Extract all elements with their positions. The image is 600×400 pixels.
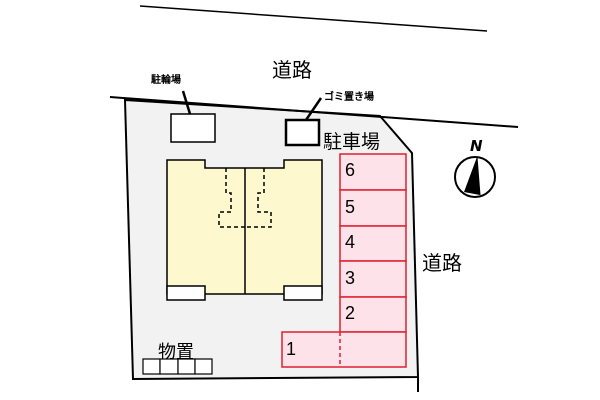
parking-slot-number: 3 [345, 268, 356, 288]
parking-slot-4 [339, 225, 407, 262]
bicycle-parking-label: 駐輪場 [151, 75, 181, 86]
parking-slot-number: 1 [286, 339, 297, 359]
parking-lot-label: 駐車場 [323, 131, 381, 153]
stairs-left [218, 168, 245, 228]
parking-slot-number: 4 [345, 232, 356, 252]
stairs-right [245, 168, 272, 228]
parking-slot-1 [281, 331, 407, 368]
bicycle-parking-box [170, 113, 216, 143]
parking-slot-5 [339, 189, 407, 227]
parking-slot-number: 2 [345, 303, 356, 323]
parking-slot-number: 5 [345, 197, 356, 217]
bicycle-parking-leader [181, 90, 192, 115]
parking-slots [281, 153, 407, 368]
road-label-north: 道路 [272, 58, 312, 82]
road-edge-line-top [139, 5, 488, 32]
storage-units [142, 358, 213, 375]
garbage-area-box [284, 118, 321, 147]
compass-icon [454, 156, 496, 198]
road-label-east: 道路 [422, 251, 462, 275]
storage-label: 物置 [158, 342, 194, 363]
compass-north-label: N [470, 137, 483, 155]
road-edge-line [109, 96, 519, 128]
parking-slot-number: 6 [345, 160, 356, 180]
entrance-left [166, 285, 206, 301]
entrance-right [283, 285, 323, 301]
garbage-area-label: ゴミ置き場 [324, 92, 374, 103]
parking-slot-2 [339, 296, 407, 333]
garbage-area-leader [304, 97, 323, 121]
parking-slot-6 [339, 153, 407, 191]
